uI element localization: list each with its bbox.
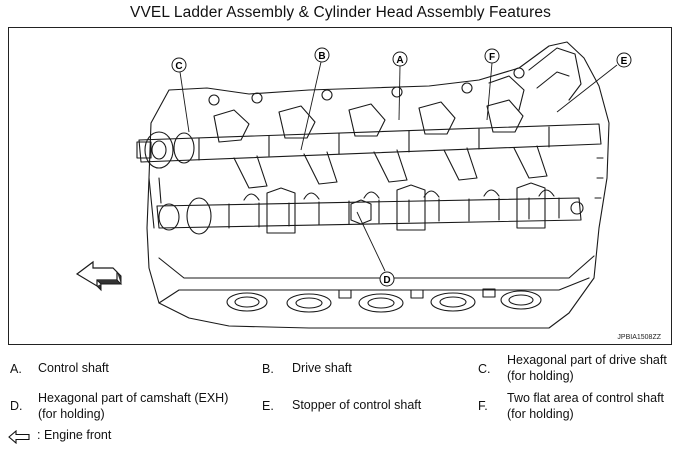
callout-d: D xyxy=(379,271,395,287)
svg-text:E: E xyxy=(621,56,628,67)
exhaust-camshaft xyxy=(156,182,584,235)
engine-drawing: C B A F E D xyxy=(75,41,632,329)
legend-letter: F. xyxy=(478,399,488,413)
drive-shaft-sprocket xyxy=(136,131,195,169)
port-openings xyxy=(226,288,542,313)
legend-letter: C. xyxy=(478,362,491,376)
callout-c: C xyxy=(171,57,187,73)
cylinder-head-outline xyxy=(146,41,610,329)
camshaft-hex-part xyxy=(350,199,372,225)
arrow-left-icon xyxy=(8,430,30,444)
legend-letter: E. xyxy=(262,399,274,413)
callout-leaders xyxy=(179,61,618,272)
engine-illustration: C B A F E D xyxy=(8,27,672,345)
legend-letter: A. xyxy=(10,362,22,376)
svg-text:D: D xyxy=(383,275,390,286)
legend-text: Hexagonal part of drive shaft (for holdi… xyxy=(507,353,667,383)
callout-markers: C B A F E D xyxy=(171,47,632,287)
legend-text: Drive shaft xyxy=(292,361,352,375)
svg-text:F: F xyxy=(489,52,495,63)
svg-text:A: A xyxy=(396,55,403,66)
engine-front-arrow-icon xyxy=(75,260,123,292)
legend-letter: B. xyxy=(262,362,274,376)
legend-text: Stopper of control shaft xyxy=(292,398,422,412)
engine-front-label: : Engine front xyxy=(37,428,112,442)
legend-letter: D. xyxy=(10,399,23,413)
callout-b: B xyxy=(314,47,330,63)
svg-text:B: B xyxy=(318,51,325,62)
callout-e: E xyxy=(616,52,632,68)
legend-text: Two flat area of control shaft (for hold… xyxy=(507,391,665,421)
legend-text: Control shaft xyxy=(38,361,109,375)
diagram-title: VVEL Ladder Assembly & Cylinder Head Ass… xyxy=(130,4,551,21)
head-deck xyxy=(158,255,595,279)
upper-shaft-assembly xyxy=(138,67,602,189)
callout-a: A xyxy=(392,51,408,67)
legend-text: Hexagonal part of camshaft (EXH) (for ho… xyxy=(38,391,229,421)
figure-code: JPBIA1508ZZ xyxy=(617,334,661,341)
svg-text:C: C xyxy=(175,61,182,72)
callout-f: F xyxy=(484,48,500,64)
